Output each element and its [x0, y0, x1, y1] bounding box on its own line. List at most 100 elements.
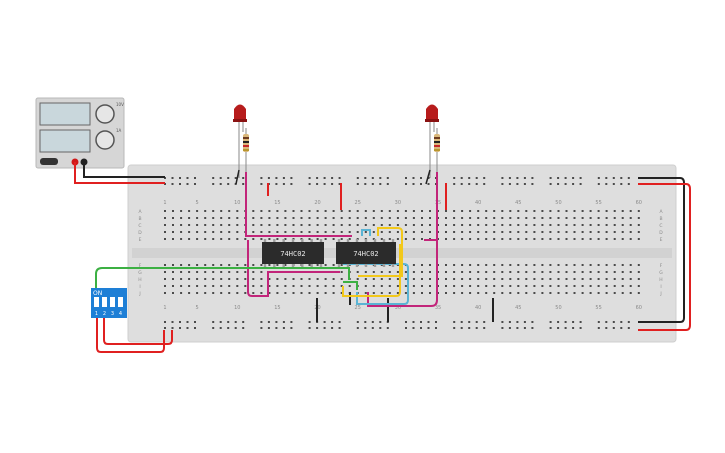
- column-number-top: 30: [395, 200, 401, 206]
- led-right[interactable]: [425, 104, 439, 179]
- chip-pin: [310, 264, 313, 267]
- column-number-bottom: 60: [636, 305, 642, 311]
- row-letter: E: [139, 237, 142, 243]
- row-letter: A: [659, 209, 663, 215]
- chip-pin: [355, 239, 359, 242]
- column-number-top: 10: [234, 200, 240, 206]
- row-letter: B: [138, 216, 141, 222]
- chip-pin: [282, 264, 285, 267]
- power-switch[interactable]: [40, 158, 58, 165]
- row-letter: H: [659, 277, 662, 283]
- rail-jumpers: [267, 183, 494, 322]
- voltage-knob[interactable]: [95, 104, 115, 124]
- column-number-top: 45: [515, 200, 521, 206]
- column-number-bottom: 15: [274, 305, 280, 311]
- column-number-top: 55: [595, 200, 601, 206]
- chip-pin: [391, 264, 395, 267]
- voltage-display: [39, 102, 91, 126]
- row-letter: J: [138, 291, 140, 297]
- dip-toggle-1[interactable]: [94, 297, 99, 307]
- rail-jumpers-right: [638, 177, 691, 331]
- column-number-top: 1: [163, 200, 166, 206]
- yellow-wires: [342, 227, 403, 297]
- row-letter: E: [660, 237, 663, 243]
- power-wires: [74, 162, 165, 184]
- chip-pin: [319, 239, 323, 242]
- row-letter: A: [138, 209, 142, 215]
- chip-u2-label: 74HC02: [353, 250, 378, 258]
- chip-pin: [273, 239, 276, 242]
- row-letter: F: [139, 263, 142, 269]
- row-letter: C: [138, 223, 141, 229]
- row-letter: C: [659, 223, 662, 229]
- column-number-bottom: 40: [475, 305, 481, 311]
- chip-pin: [263, 239, 267, 242]
- dip-switch[interactable]: ON 1 2 3 4: [91, 288, 127, 318]
- row-letter: G: [138, 270, 142, 276]
- chip-pin: [273, 264, 276, 267]
- column-number-top: 40: [475, 200, 481, 206]
- dip-on-label: ON: [93, 290, 102, 297]
- chip-pin: [382, 264, 386, 267]
- chip-pin: [291, 264, 295, 267]
- column-number-top: 25: [355, 200, 361, 206]
- column-number-top: 50: [555, 200, 561, 206]
- chip-pin: [373, 239, 377, 242]
- chip-u2[interactable]: 74HC02: [336, 239, 396, 267]
- power-supply[interactable]: 10V 1A: [35, 97, 125, 169]
- column-number-top: 60: [636, 200, 642, 206]
- led-left[interactable]: [233, 104, 247, 179]
- dip-toggle-2[interactable]: [102, 297, 107, 307]
- column-number-bottom: 30: [395, 305, 401, 311]
- dip-position-1: 1: [95, 311, 98, 317]
- current-knob[interactable]: [95, 130, 115, 150]
- chip-pin: [364, 239, 368, 242]
- column-number-bottom: 1: [163, 305, 166, 311]
- column-number-bottom: 25: [355, 305, 361, 311]
- chip-pin: [373, 264, 377, 267]
- dip-toggle-4[interactable]: [118, 297, 123, 307]
- row-letter: B: [659, 216, 662, 222]
- chip-pin: [263, 264, 267, 267]
- chip-pin: [391, 239, 395, 242]
- cyan-wires: [343, 229, 409, 305]
- column-number-top: 5: [196, 200, 199, 206]
- dip-toggle-3[interactable]: [110, 297, 115, 307]
- volt-label: 10V: [116, 102, 124, 107]
- column-number-top: 20: [314, 200, 320, 206]
- column-number-bottom: 45: [515, 305, 521, 311]
- chip-pin: [282, 239, 285, 242]
- dip-position-4: 4: [119, 311, 122, 317]
- chip-u1[interactable]: 74HC02: [262, 239, 324, 267]
- row-letter: I: [139, 284, 140, 290]
- chip-pin: [301, 264, 304, 267]
- chip-pin: [346, 264, 350, 267]
- chip-pin: [291, 239, 295, 242]
- amp-label: 1A: [116, 128, 122, 133]
- chip-pin: [355, 264, 359, 267]
- row-letter: J: [659, 291, 661, 297]
- chip-pin: [319, 264, 323, 267]
- row-letter: F: [660, 263, 663, 269]
- green-wires: [95, 267, 358, 292]
- column-number-bottom: 55: [595, 305, 601, 311]
- chip-pin: [301, 239, 304, 242]
- breadboard-labels: 1510152025303540455055601510152025303540…: [138, 200, 663, 311]
- magenta-wires: [245, 172, 438, 307]
- chip-pin: [364, 264, 368, 267]
- row-letter: D: [138, 230, 142, 236]
- row-letter: G: [659, 270, 663, 276]
- chip-u1-label: 74HC02: [280, 250, 305, 258]
- resistor-right[interactable]: [434, 128, 440, 172]
- chip-pin: [337, 239, 341, 242]
- column-number-bottom: 10: [234, 305, 240, 311]
- dip-switch-wires: [96, 312, 173, 353]
- column-number-top: 15: [274, 200, 280, 206]
- resistor-left[interactable]: [243, 128, 249, 172]
- column-number-bottom: 50: [555, 305, 561, 311]
- row-letter: H: [138, 277, 141, 283]
- chip-pin: [382, 239, 386, 242]
- row-letter: D: [659, 230, 663, 236]
- dip-position-2: 2: [103, 311, 106, 317]
